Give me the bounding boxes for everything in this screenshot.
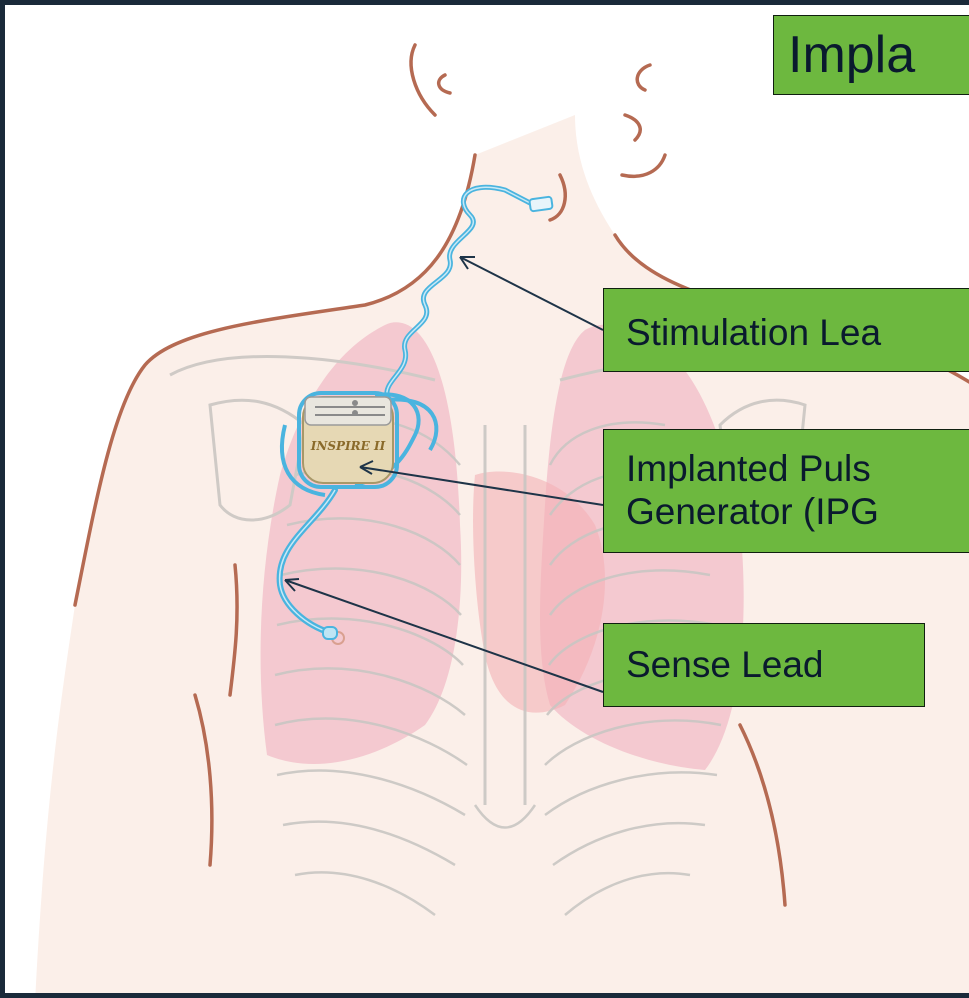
slide-title-text: Impla (788, 26, 915, 84)
ipg-label: Implanted Puls Generator (IPG (603, 429, 969, 553)
stimulation-cuff (529, 197, 552, 212)
sense-lead-label-text: Sense Lead (626, 644, 824, 685)
sense-lead-tip (323, 627, 337, 639)
sense-lead-label: Sense Lead (603, 623, 925, 707)
ipg-label-line1: Implanted Puls (626, 448, 969, 491)
stimulation-lead-label: Stimulation Lea (603, 288, 969, 372)
ipg-label-line2: Generator (IPG (626, 491, 969, 534)
stimulation-lead-label-text: Stimulation Lea (626, 312, 881, 353)
ipg-device: INSPIRE II (299, 393, 397, 487)
ipg-brand-text: INSPIRE II (310, 439, 386, 453)
slide-title: Impla (773, 15, 969, 95)
